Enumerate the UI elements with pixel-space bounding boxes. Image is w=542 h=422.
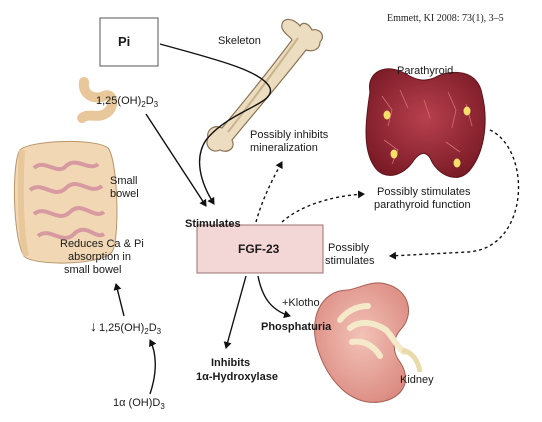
inhibits-line1: Inhibits: [211, 357, 250, 369]
bowel-effect-line1: Reduces Ca & Pi: [60, 238, 144, 250]
fgf23-label: FGF-23: [238, 242, 280, 256]
kidney-label: Kidney: [400, 374, 434, 386]
parathyroid-label: Parathyroid: [397, 65, 453, 77]
fgf23-box: FGF-23: [196, 224, 324, 274]
parathyroid-effect-line1: Possibly stimulates: [377, 186, 471, 198]
bowel-label-line1: Small: [110, 175, 138, 187]
arrow-pi-to-fgf23: [159, 43, 272, 205]
bowel-effect-line2: absorption in: [68, 251, 131, 263]
inhibits-line2: 1α-Hydroxylase: [196, 371, 278, 383]
parathyroid-effect-line2: parathyroid function: [374, 199, 471, 211]
arrow-fgf23-to-parathyroid: [281, 190, 365, 223]
klotho-label: +Klotho: [282, 297, 320, 309]
skeleton-effect-line2: mineralization: [250, 142, 318, 154]
skeleton-label: Skeleton: [218, 35, 261, 47]
arrow-precursor-to-vitd: [149, 339, 157, 395]
possibly-stimulates-line1: Possibly: [328, 242, 369, 254]
citation-text: Emmett, KI 2008: 73(1), 3–5: [387, 13, 504, 24]
vitd-precursor-label: 1α (OH)D3: [113, 397, 165, 411]
skeleton-bone-illustration: [206, 18, 324, 152]
arrow-parathyroid-to-possibly-stimulates: [389, 129, 520, 260]
pi-box: Pi: [99, 17, 159, 67]
stimulates-label: Stimulates: [185, 218, 241, 230]
bowel-label-line2: bowel: [110, 188, 139, 200]
arrow-fgf23-to-skeleton: [255, 161, 283, 223]
possibly-stimulates-line2: stimulates: [325, 255, 375, 267]
parathyroid-illustration: [365, 68, 486, 178]
vitd-decrease-label: ↓1,25(OH)2D3: [90, 318, 162, 336]
skeleton-effect-line1: Possibly inhibits: [250, 129, 329, 141]
arrow-fgf23-to-phosphaturia: [257, 275, 291, 319]
arrow-vitd-to-fgf23: [145, 113, 207, 207]
phosphaturia-label: Phosphaturia: [261, 321, 332, 333]
bowel-effect-line3: small bowel: [64, 264, 121, 276]
arrow-fgf23-to-inhibits: [223, 275, 247, 349]
arrow-vitd-to-bowel: [113, 283, 125, 317]
small-bowel-illustration: [13, 77, 118, 264]
kidney-illustration: [314, 282, 423, 403]
pi-label: Pi: [118, 34, 130, 49]
vitd-top-label: 1,25(OH)2D3: [96, 95, 159, 109]
